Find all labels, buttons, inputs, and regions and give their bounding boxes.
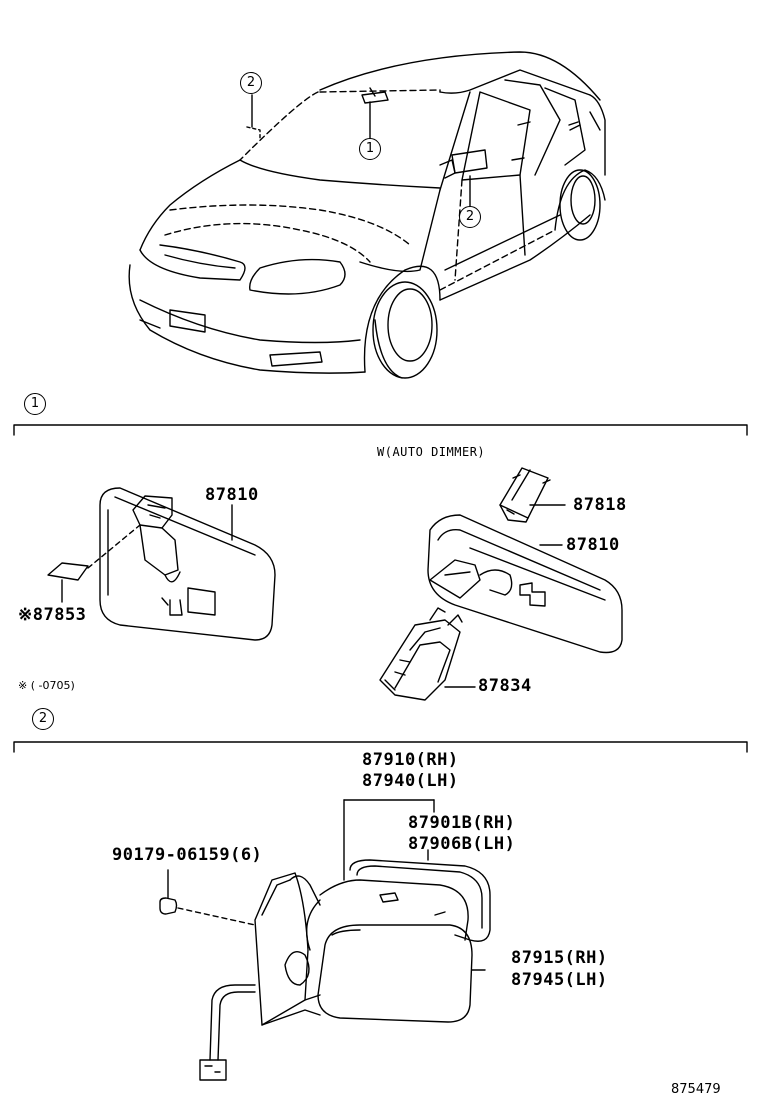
part-label-87945-lh: 87945(LH) — [511, 970, 608, 990]
part-label-87906b-lh: 87906B(LH) — [408, 834, 516, 854]
part-label-87853: ※87853 — [18, 605, 87, 625]
inner-mirror-auto-dimmer — [379, 467, 623, 701]
inner-mirror-standard — [47, 487, 276, 641]
outer-mirror-assembly — [159, 799, 491, 1081]
diagram-id: 875479 — [671, 1082, 721, 1097]
part-label-87901b-rh: 87901B(RH) — [408, 813, 516, 833]
part-label-87818: 87818 — [573, 495, 627, 515]
section-1-marker: 1 — [24, 393, 46, 415]
callout-2-side-mirror-right: 2 — [459, 206, 481, 228]
part-label-87810-auto-dimmer: 87810 — [566, 535, 620, 555]
section-1-bracket — [13, 424, 748, 436]
section-2-bracket — [13, 741, 748, 753]
part-label-87940-lh: 87940(LH) — [362, 771, 459, 791]
callout-2-side-mirror-left: 2 — [240, 72, 262, 94]
part-label-87910-rh: 87910(RH) — [362, 750, 459, 770]
part-label-90179-screw: 90179-06159(6) — [112, 845, 263, 865]
callout-1-inner-mirror: 1 — [359, 138, 381, 160]
car-illustration — [128, 51, 606, 379]
part-label-87834: 87834 — [478, 676, 532, 696]
footnote-applicability: ※ ( -0705) — [18, 679, 75, 692]
section-1-variant-label: W(AUTO DIMMER) — [377, 445, 486, 459]
section-2-marker: 2 — [32, 708, 54, 730]
part-label-87915-rh: 87915(RH) — [511, 948, 608, 968]
part-label-87810-standard: 87810 — [205, 485, 259, 505]
